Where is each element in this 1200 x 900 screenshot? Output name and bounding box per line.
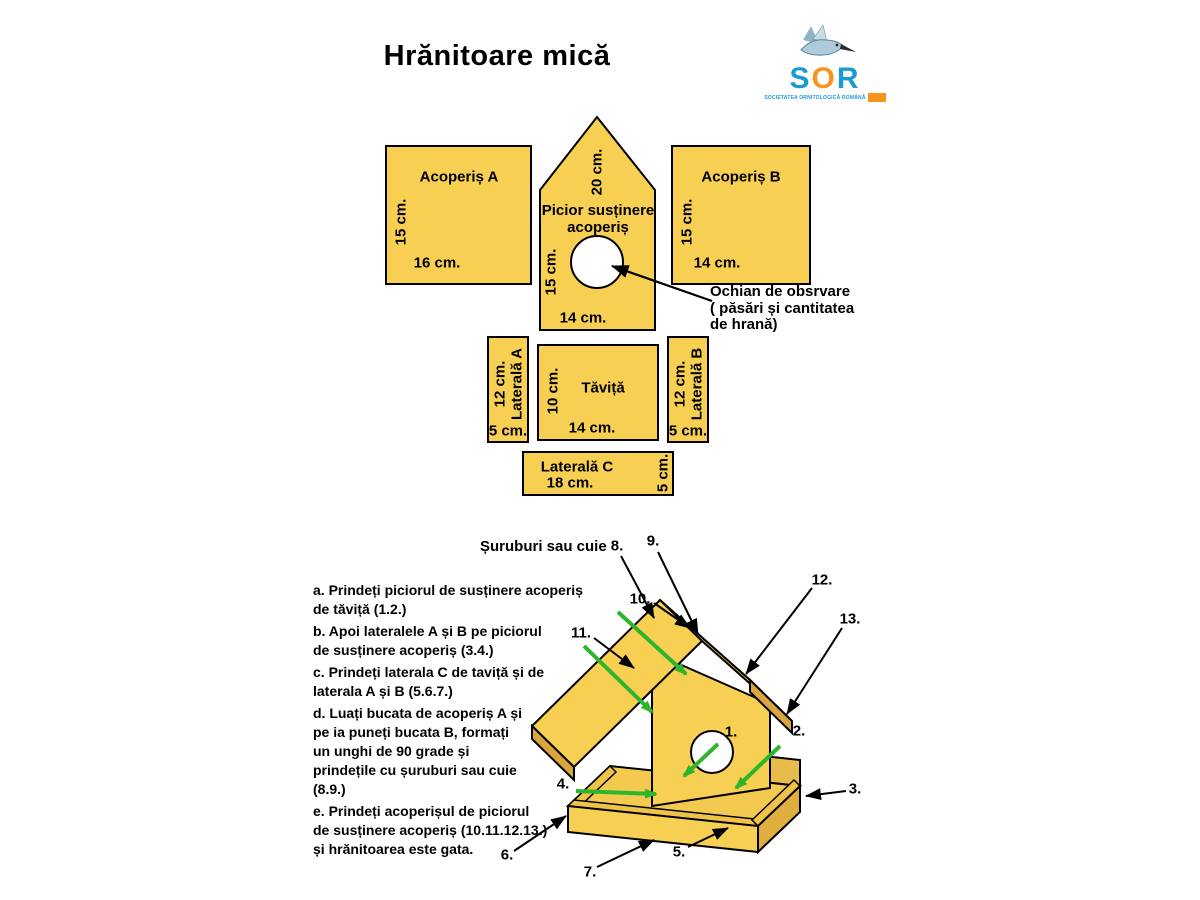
- page-title: Hrănitoare mică: [383, 40, 611, 72]
- part-laterala-b-shape: [667, 336, 709, 443]
- arrow-13: [786, 627, 843, 715]
- acoperis-a-width: 16 cm.: [413, 254, 461, 272]
- green-arrow-2: [734, 744, 782, 790]
- tavita-width: 14 cm.: [568, 419, 616, 437]
- callout-1: 1.: [724, 723, 738, 741]
- instruction-step-b: b. Apoi lateralele A și B pe piciorul de…: [313, 623, 542, 658]
- laterala-c-label: Laterală C: [540, 458, 614, 476]
- laterala-b-width: 5 cm.: [668, 422, 708, 440]
- laterala-a-height: 12 cm.: [491, 360, 509, 408]
- laterala-b-label: Laterală B: [688, 347, 706, 421]
- assembled-birdhouse: [530, 598, 803, 855]
- callout-10: 10.: [629, 590, 651, 608]
- green-arrow-4: [575, 788, 658, 799]
- picior-width: 14 cm.: [559, 309, 607, 327]
- green-arrow-roof-2: [582, 644, 654, 714]
- assembly-direction-arrows: [575, 610, 782, 799]
- arrow-11: [593, 637, 635, 669]
- screws-note: Șuruburi sau cuie: [480, 538, 607, 555]
- observation-hole: [570, 235, 624, 289]
- picior-edge-dim: 20 cm.: [588, 148, 606, 196]
- tavita-height: 10 cm.: [544, 367, 562, 415]
- callout-3: 3.: [848, 780, 862, 798]
- callout-arrows: [513, 551, 847, 868]
- part-tavita-shape: [537, 344, 659, 441]
- green-arrow-1: [682, 742, 720, 778]
- part-laterala-c-shape: [522, 451, 674, 496]
- instruction-step-a: a. Prindeți piciorul de susținere acoper…: [313, 582, 583, 617]
- instruction-step-c: c. Prindeți laterala C de taviță și de l…: [313, 664, 545, 699]
- laterala-c-length: 18 cm.: [546, 474, 594, 492]
- arrow-10: [653, 602, 691, 629]
- acoperis-a-label: Acoperiș A: [419, 168, 499, 186]
- arrow-7: [596, 839, 655, 868]
- laterala-c-height: 5 cm.: [654, 453, 672, 493]
- part-acoperis-a-shape: [385, 145, 532, 285]
- sor-bird-icon: [800, 24, 856, 56]
- laterala-b-height: 12 cm.: [671, 360, 689, 408]
- sor-badge: [867, 93, 886, 102]
- acoperis-b-label: Acoperiș B: [701, 168, 781, 186]
- instruction-step-d: d. Luați bucata de acoperiș A și pe ia p…: [313, 705, 523, 797]
- sor-logo: SOR SOCIETATEA ORNITOLOGICĂ ROMÂNĂ: [764, 24, 886, 102]
- picior-height: 15 cm.: [542, 248, 560, 296]
- callout-7: 7.: [583, 863, 597, 881]
- picior-label: Picior susținere acoperiș: [541, 202, 655, 236]
- arrow-3: [805, 788, 847, 801]
- callout-5: 5.: [672, 843, 686, 861]
- assembly-instructions: a. Prindeți piciorul de susținere acoper…: [313, 581, 593, 862]
- callout-8: 8.: [610, 537, 624, 555]
- sor-wordmark: SOR: [789, 62, 861, 95]
- ochian-arrow: [610, 264, 713, 303]
- arrow-5: [687, 827, 729, 848]
- sor-caption-row: SOCIETATEA ORNITOLOGICĂ ROMÂNĂ: [764, 93, 886, 102]
- callout-9: 9.: [646, 532, 660, 550]
- callout-12: 12.: [811, 571, 833, 589]
- part-laterala-a-shape: [487, 336, 529, 443]
- arrow-12: [745, 587, 813, 675]
- green-arrow-roof-1: [616, 610, 688, 676]
- laterala-a-width: 5 cm.: [488, 422, 528, 440]
- observation-hole-note: Ochian de obsrvare ( păsări și cantitate…: [710, 283, 855, 333]
- arrow-6: [513, 815, 567, 852]
- arrow-8: [620, 555, 655, 619]
- callout-4: 4.: [556, 775, 570, 793]
- instruction-step-e: e. Prindeți acoperișul de piciorul de su…: [313, 803, 548, 857]
- laterala-a-label: Laterală A: [508, 348, 526, 420]
- sor-caption: SOCIETATEA ORNITOLOGICĂ ROMÂNĂ: [764, 94, 866, 101]
- acoperis-b-height: 15 cm.: [678, 198, 696, 246]
- part-acoperis-b-shape: [671, 145, 811, 285]
- callout-2: 2.: [792, 722, 806, 740]
- callout-6: 6.: [500, 846, 514, 864]
- acoperis-a-height: 15 cm.: [392, 198, 410, 246]
- acoperis-b-width: 14 cm.: [693, 254, 741, 272]
- arrow-9: [657, 551, 699, 635]
- callout-11: 11.: [570, 624, 592, 642]
- tavita-label: Tăviță: [581, 379, 625, 397]
- callout-13: 13.: [839, 610, 861, 628]
